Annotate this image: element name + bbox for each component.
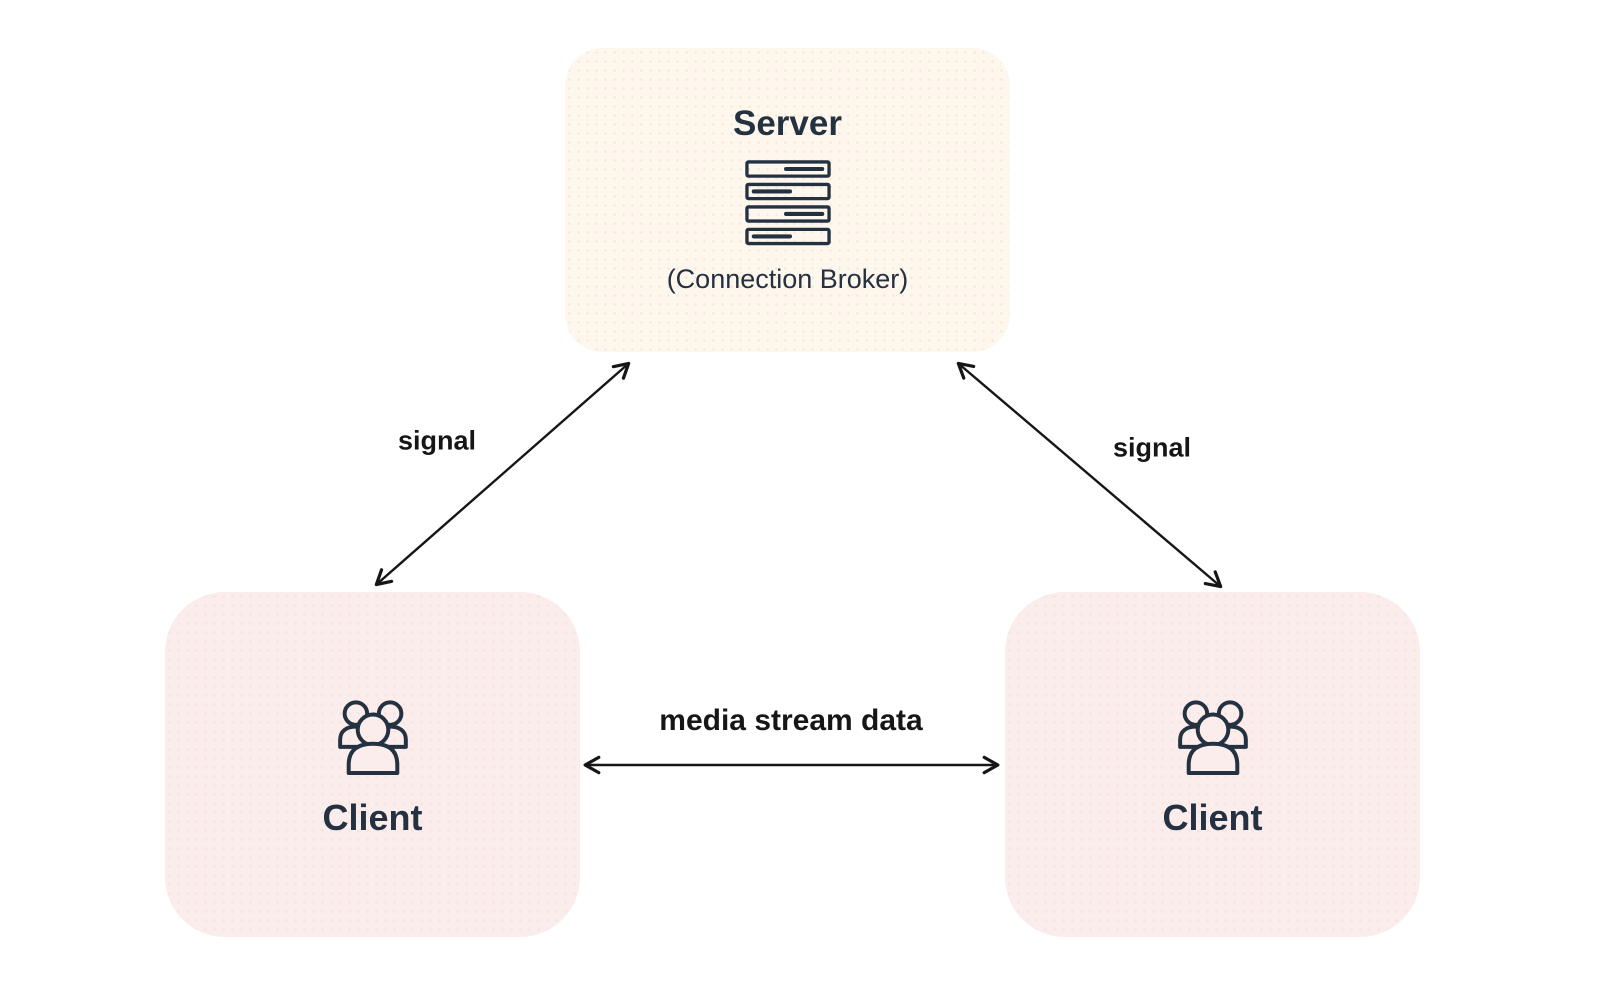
client-left-title: Client [322, 796, 423, 838]
server-rack-icon [744, 159, 831, 247]
server-title: Server [733, 103, 842, 143]
signal-arrow-left [374, 361, 631, 587]
signal-label-left: signal [397, 425, 477, 456]
people-group-icon [1168, 692, 1258, 782]
client-left-node: Client [165, 592, 580, 937]
client-right-title: Client [1162, 796, 1263, 838]
client-right-node: Client [1005, 592, 1420, 937]
people-group-icon [328, 692, 418, 782]
server-subtitle: (Connection Broker) [666, 264, 909, 295]
signal-arrow-right [956, 361, 1223, 589]
signal-label-right: signal [1112, 432, 1192, 463]
server-node: Server (Connection Broker) [565, 48, 1010, 352]
media-stream-label: media stream data [659, 704, 923, 737]
